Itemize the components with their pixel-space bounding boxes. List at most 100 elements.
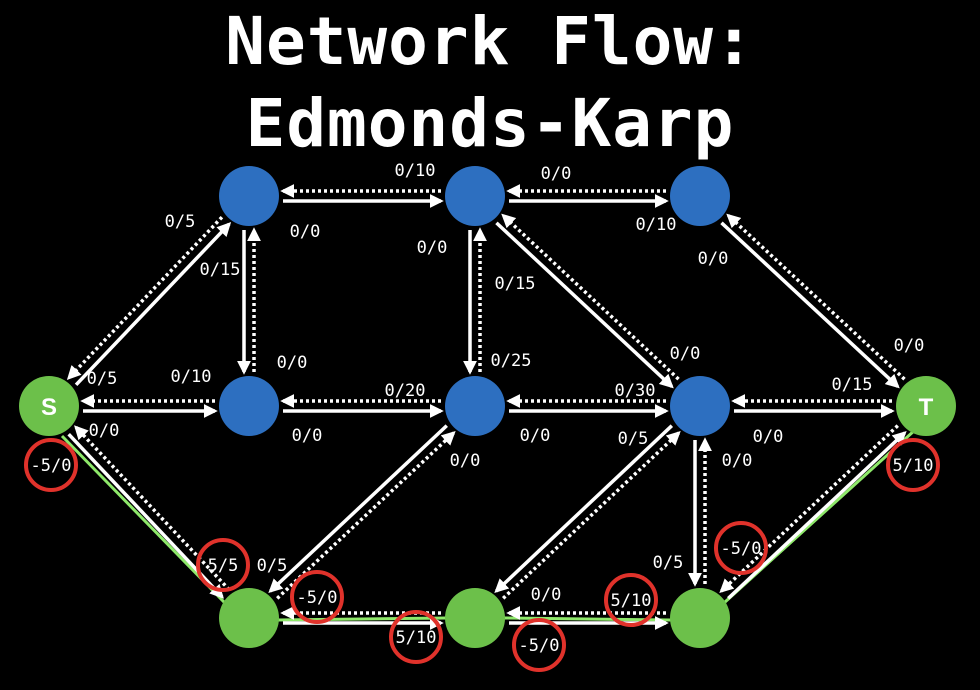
- edge-label: 0/0: [292, 426, 323, 446]
- node-circle: [896, 376, 956, 436]
- edge-label: 0/0: [450, 451, 481, 471]
- edge-forward-f-h: [494, 424, 674, 593]
- node-label: S: [41, 394, 57, 421]
- edge-label-text: 0/0: [670, 344, 701, 364]
- edge-label-text: 0/10: [636, 215, 677, 235]
- edge-label-text: -5/0: [519, 636, 560, 656]
- edge-label-text: 0/20: [385, 381, 426, 401]
- edge-label-text: 0/10: [395, 161, 436, 181]
- edge-label-text: -5/0: [31, 456, 72, 476]
- edge-label: 0/0: [417, 238, 448, 258]
- edge-label-text: 0/0: [89, 421, 120, 441]
- node-circle: [670, 376, 730, 436]
- edge-label-text: 0/0: [541, 164, 572, 184]
- node-circle: [445, 376, 505, 436]
- edge-label: 0/5: [618, 429, 649, 449]
- node-i: [670, 588, 730, 648]
- edge-label: 0/0: [753, 427, 784, 447]
- edge-label-text: 0/0: [753, 427, 784, 447]
- edge-residual-h-f: [501, 431, 681, 600]
- edge-residual-f-b: [501, 213, 680, 381]
- edge-label-highlighted: -5/0: [290, 570, 344, 624]
- node-f: [670, 376, 730, 436]
- edge-label: 0/20: [385, 381, 426, 401]
- edge-label: 0/10: [395, 161, 436, 181]
- edge-label: 0/25: [491, 351, 532, 371]
- node-circle: [219, 166, 279, 226]
- edge-label: 0/0: [722, 451, 753, 471]
- node-circle: [670, 166, 730, 226]
- edge-label-text: 0/15: [200, 260, 241, 280]
- edge-residual-a-s: [66, 215, 224, 380]
- edge-label-text: -5/0: [721, 539, 762, 559]
- edge-label-text: 0/0: [277, 353, 308, 373]
- edge-label-text: 0/0: [722, 451, 753, 471]
- edge-label-highlighted: -5/0: [24, 438, 78, 492]
- edge-label: 0/5: [257, 556, 288, 576]
- edge-label: 0/15: [495, 274, 536, 294]
- edge-label: 0/0: [531, 585, 562, 605]
- highlight-ring: [714, 521, 768, 575]
- highlight-ring: [512, 618, 566, 672]
- edge-label: 0/0: [290, 222, 321, 242]
- node-t: T: [896, 376, 956, 436]
- edge-label: 0/0: [541, 164, 572, 184]
- highlight-ring: [196, 538, 250, 592]
- edge-label-text: 0/0: [290, 222, 321, 242]
- edge-label: 0/10: [171, 367, 212, 387]
- edge-label-text: 0/5: [257, 556, 288, 576]
- edge-residual-t-c: [726, 213, 906, 381]
- node-g: [219, 588, 279, 648]
- node-c: [670, 166, 730, 226]
- highlight-ring: [24, 438, 78, 492]
- edge-label-highlighted: 5/5: [196, 538, 250, 592]
- edge-label-text: 0/0: [450, 451, 481, 471]
- edge-label-text: 0/0: [417, 238, 448, 258]
- edge-label-text: 0/0: [894, 336, 925, 356]
- edge-label-text: 0/25: [491, 351, 532, 371]
- edge-label-highlighted: 5/10: [604, 573, 658, 627]
- edge-label-text: 0/5: [87, 369, 118, 389]
- node-circle: [219, 376, 279, 436]
- edge-label-text: 0/0: [698, 249, 729, 269]
- edge-label: 0/15: [200, 260, 241, 280]
- edge-label-text: 0/10: [171, 367, 212, 387]
- edge-forward-s-a: [74, 222, 232, 387]
- edge-label-text: 5/5: [208, 556, 239, 576]
- edge-label-text: -5/0: [297, 588, 338, 608]
- node-circle: [445, 166, 505, 226]
- edge-label: 0/30: [615, 381, 656, 401]
- edge-label-text: 5/10: [893, 456, 934, 476]
- edge-label-text: 0/5: [653, 553, 684, 573]
- edge-label-text: 0/5: [618, 429, 649, 449]
- edge-label-text: 0/30: [615, 381, 656, 401]
- edge-label: 0/5: [87, 369, 118, 389]
- edge-label-highlighted: -5/0: [714, 521, 768, 575]
- node-s: S: [19, 376, 79, 436]
- edge-forward-c-t: [720, 221, 900, 389]
- edge-label-text: 0/15: [832, 375, 873, 395]
- edge-label-text: 0/0: [292, 426, 323, 446]
- edge-label: 0/0: [520, 426, 551, 446]
- edge-label-text: 5/10: [396, 628, 437, 648]
- node-d: [219, 376, 279, 436]
- edge-label: 0/0: [89, 421, 120, 441]
- edge-label: 0/0: [277, 353, 308, 373]
- node-h: [445, 588, 505, 648]
- edge-label-text: 0/15: [495, 274, 536, 294]
- edge-residual-g-e: [276, 430, 456, 600]
- edge-label: 0/5: [165, 212, 196, 232]
- node-b: [445, 166, 505, 226]
- edge-label: 0/0: [670, 344, 701, 364]
- title-line-2: Edmonds-Karp: [245, 85, 735, 162]
- edge-forward-e-g: [268, 424, 448, 594]
- edge-label-text: 5/10: [611, 591, 652, 611]
- node-e: [445, 376, 505, 436]
- edge-label-highlighted: 5/10: [389, 610, 443, 664]
- highlight-ring: [886, 438, 940, 492]
- title-line-1: Network Flow:: [225, 3, 755, 80]
- edge-label: 0/0: [894, 336, 925, 356]
